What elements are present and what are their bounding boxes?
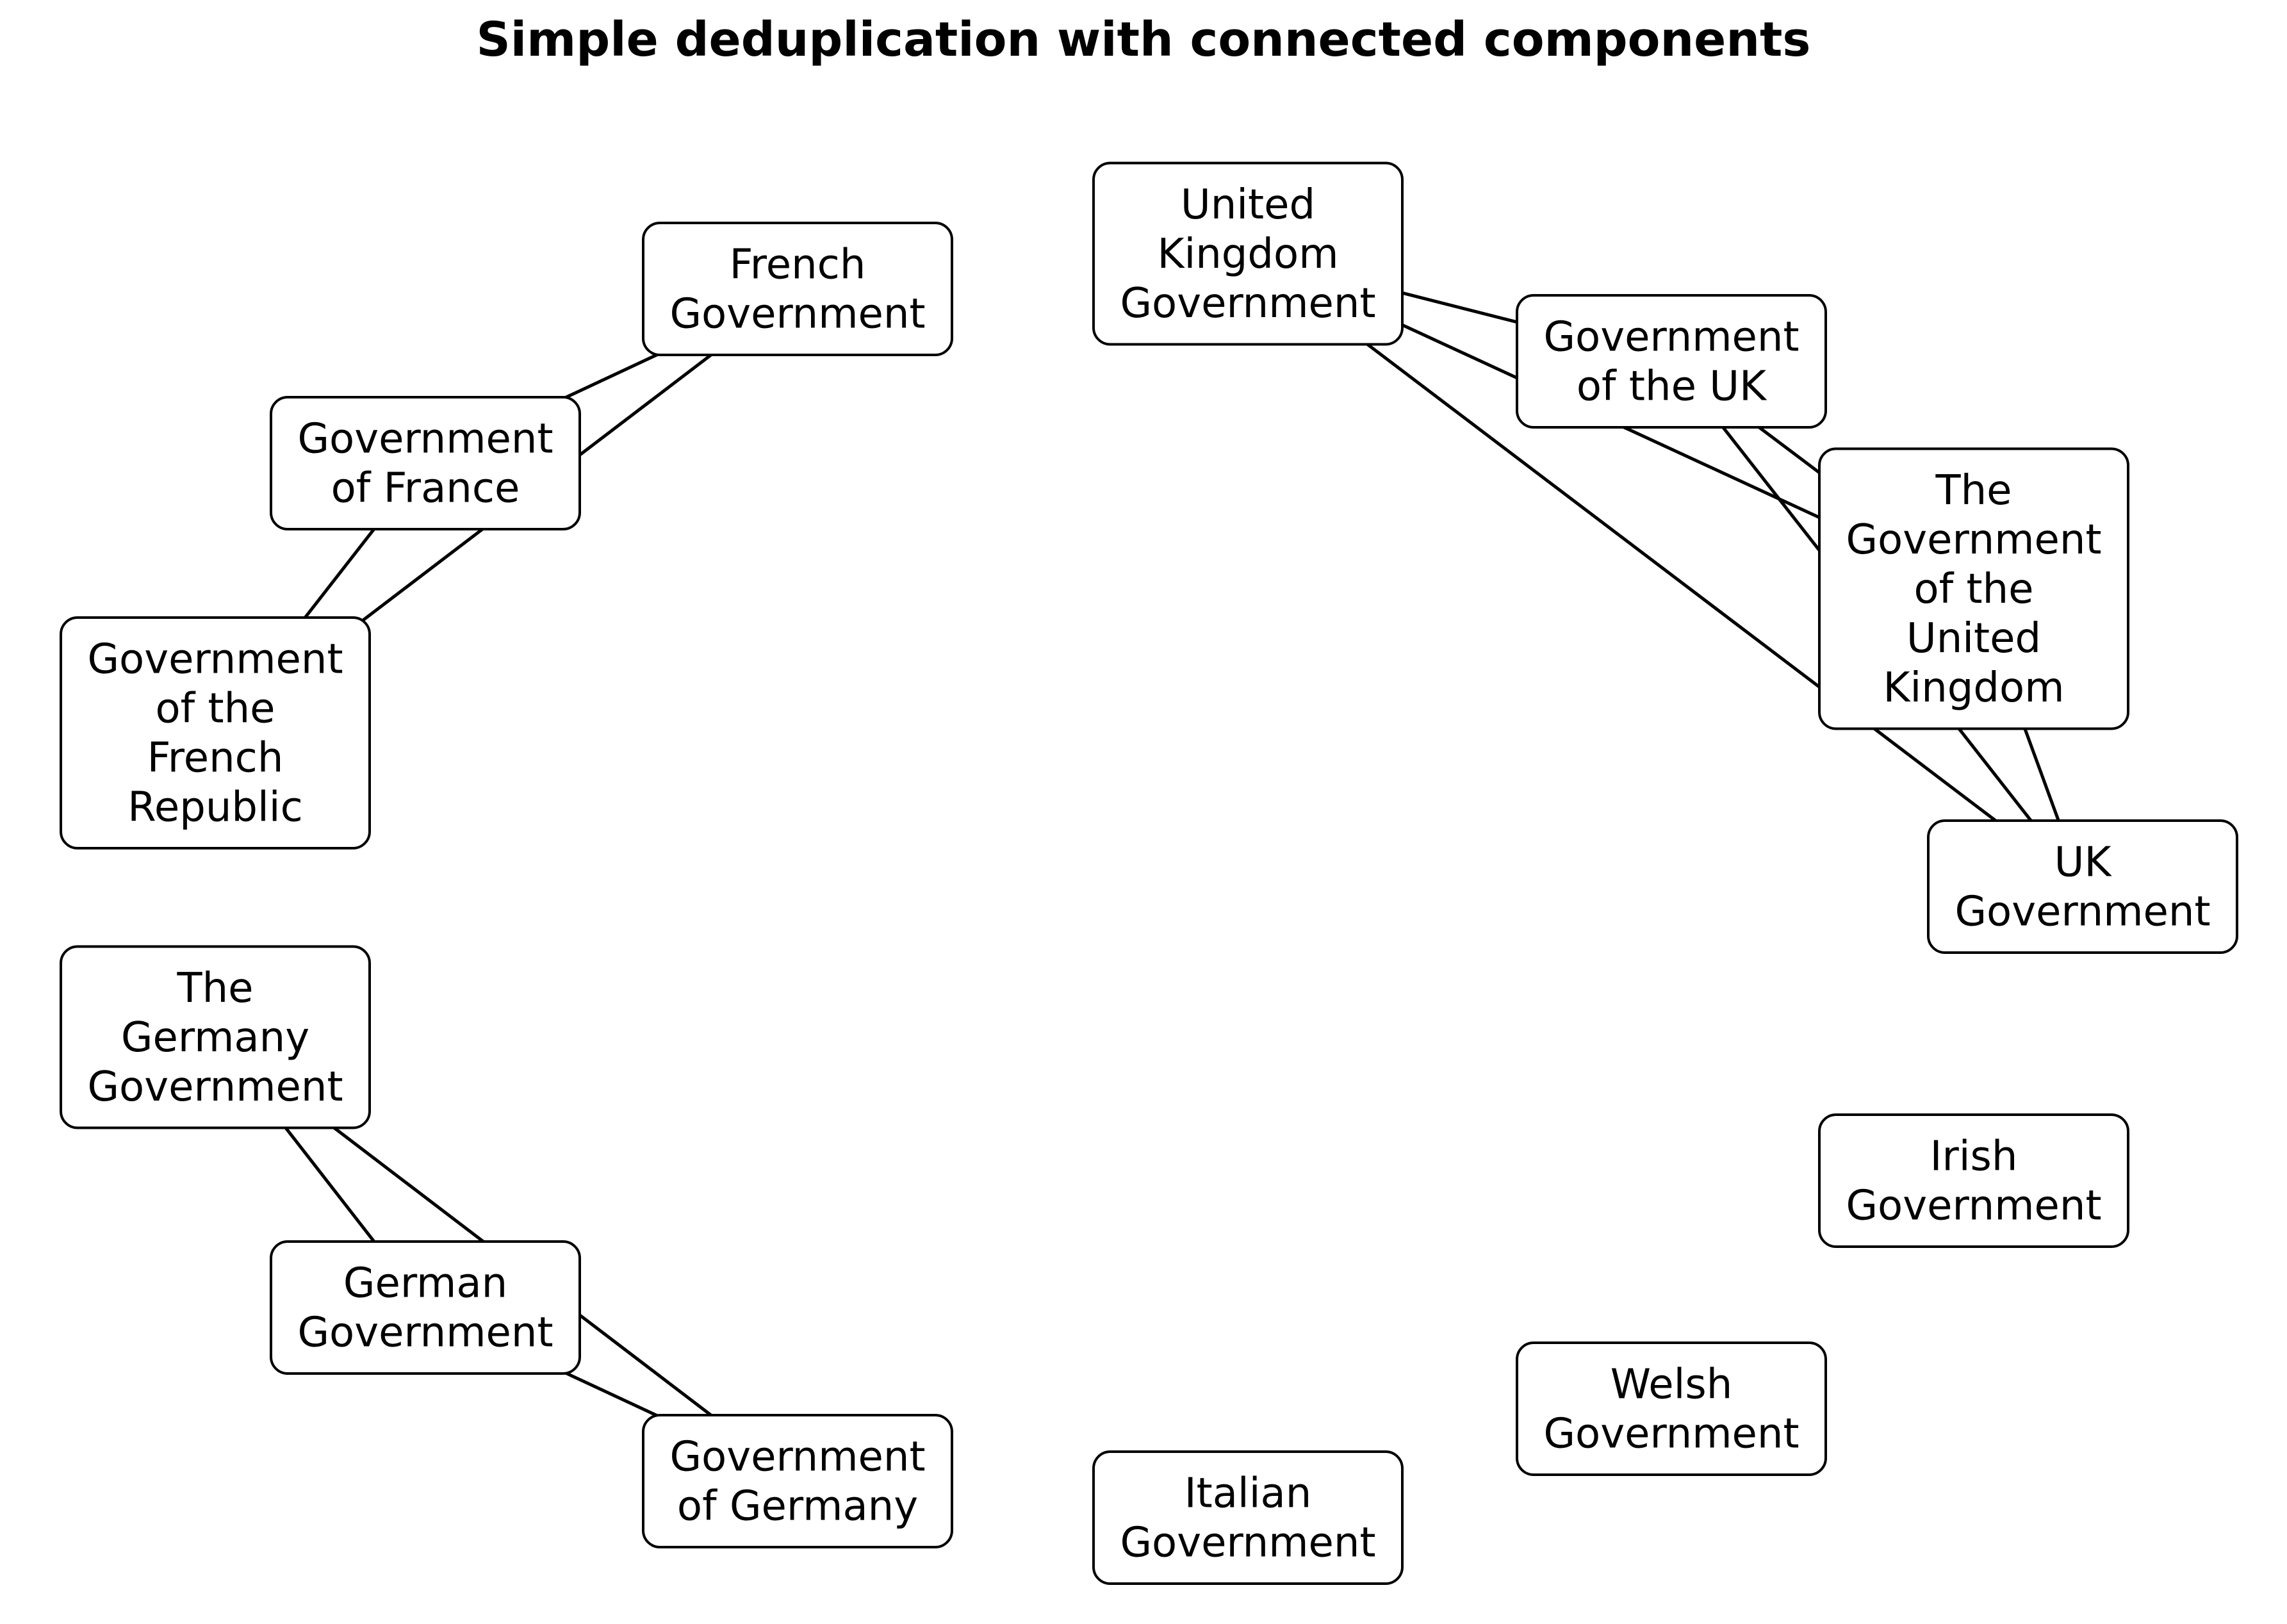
node-label-line: Government xyxy=(297,416,553,463)
node-box xyxy=(1092,1450,1404,1585)
node-label-line: Irish xyxy=(1930,1133,2018,1181)
node-label-line: of the xyxy=(155,685,275,733)
edge-united-kingdom-government-to-uk-government xyxy=(1247,252,2084,888)
node-box xyxy=(60,945,371,1129)
node-label-line: Government xyxy=(1543,1411,1799,1458)
node-label-line: Government xyxy=(1846,1183,2101,1230)
node-label-line: German xyxy=(343,1260,507,1308)
node-label-line: United xyxy=(1181,181,1315,229)
node-label-line: of France xyxy=(331,465,520,513)
node-label-line: Kingdom xyxy=(1157,231,1338,278)
node-box xyxy=(1516,294,1827,429)
node-label-line: French xyxy=(147,735,284,782)
node-box xyxy=(1818,447,2129,730)
node-box xyxy=(270,1240,581,1375)
node-label-line: Italian xyxy=(1184,1470,1312,1518)
node-label-line: Government xyxy=(297,1309,553,1357)
page-title: Simple deduplication with connected comp… xyxy=(476,12,1811,67)
node-label-line: of Germany xyxy=(677,1483,918,1530)
node-label-line: Government xyxy=(1543,314,1799,361)
node-label-line: Government xyxy=(87,636,343,684)
node-label-line: Government xyxy=(1955,889,2210,936)
node-label-line: Government xyxy=(669,291,925,338)
node-box xyxy=(60,616,371,849)
node-label-line: Government xyxy=(1120,280,1375,327)
node-label-line: Germany xyxy=(121,1014,309,1062)
node-box xyxy=(270,396,581,530)
node-label-line: The xyxy=(1935,467,2012,514)
node-box xyxy=(1927,819,2238,954)
node-label-line: Welsh xyxy=(1611,1361,1733,1409)
node-label-line: UK xyxy=(2054,839,2113,887)
node-label-line: The xyxy=(176,965,253,1012)
node-box xyxy=(642,222,953,356)
node-label-line: Republic xyxy=(127,784,303,832)
node-label-line: Government xyxy=(1846,516,2101,564)
node-box xyxy=(1092,161,1404,346)
node-label-line: Government xyxy=(1120,1520,1375,1567)
node-label-line: Government xyxy=(87,1063,343,1111)
node-label-line: United xyxy=(1906,615,2041,662)
node-label-line: of the UK xyxy=(1577,363,1767,411)
node-box xyxy=(1516,1341,1827,1476)
node-box xyxy=(1818,1113,2129,1248)
node-label-line: Kingdom xyxy=(1883,664,2064,712)
node-label-line: French xyxy=(730,242,866,289)
node-label-line: Government xyxy=(669,1434,925,1481)
node-box xyxy=(642,1414,953,1548)
node-label-line: of the xyxy=(1914,566,2033,613)
